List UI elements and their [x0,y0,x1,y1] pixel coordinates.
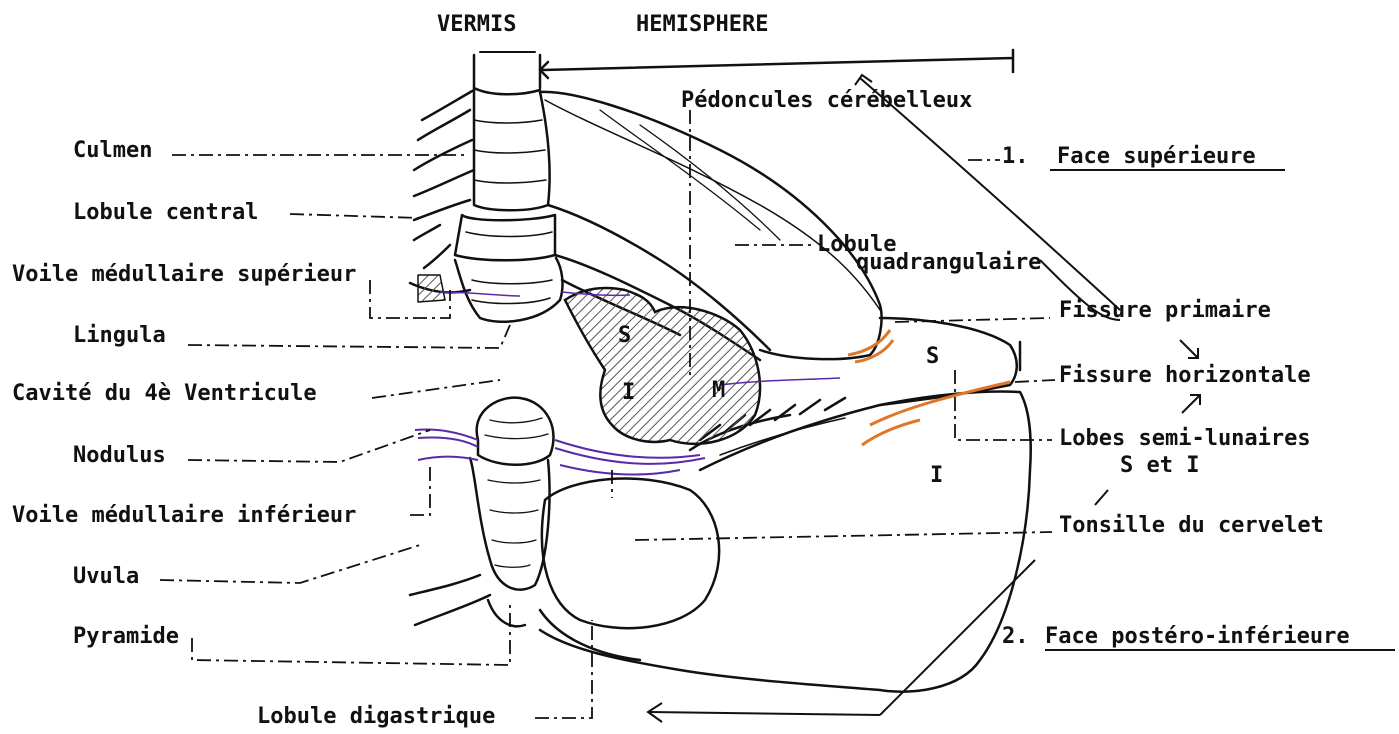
semi-lunar-s-letter: S [926,346,939,368]
lobule-quadrangulaire-label-2: quadrangulaire [856,252,1041,274]
vermis-bracket [474,55,540,88]
leader-nodulus [188,430,430,462]
vermis-inferior [410,398,553,627]
hemisphere-label: HEMISPHERE [636,14,768,36]
face-post-number: 2. [1002,626,1029,648]
hemisphere-bracket [543,50,1013,72]
leader-uvula [160,545,420,583]
fissure-horizontale-arrow [1182,395,1200,413]
lobes-semi-lunaires-si-label: S et I [1120,455,1199,477]
peduncles [565,288,760,444]
voile-inferieur-label: Voile médullaire inférieur [12,505,356,527]
tonsille-label: Tonsille du cervelet [1059,515,1324,537]
tonsille-tick [1095,490,1108,505]
fissure-primaire-label: Fissure primaire [1059,300,1271,322]
lingula-label: Lingula [73,325,166,347]
nodulus-label: Nodulus [73,445,166,467]
face-postero-inferieure-label: Face postéro-inférieure [1045,626,1350,648]
leader-pyramide [192,600,510,665]
superior-velum-hatch [418,275,445,302]
uvula-label: Uvula [73,566,139,588]
cavite-label: Cavité du 4è Ventricule [12,383,317,405]
peduncle-i-letter: I [622,382,635,404]
peduncle-s-letter: S [618,325,631,347]
face-sup-number: 1. [1002,146,1029,168]
face-superieure-label: Face supérieure [1057,146,1256,168]
pedoncules-label: Pédoncules cérébelleux [681,90,972,112]
leader-lobule-central [290,214,420,218]
lobule-digastrique-label: Lobule digastrique [257,706,495,728]
lobes-semi-lunaires-label: Lobes semi-lunaires [1059,428,1311,450]
vermis-label: VERMIS [437,14,516,36]
leader-lingula [188,325,510,348]
leader-fissure-horizontale [1015,380,1055,382]
fissure-horizontale-label: Fissure horizontale [1059,365,1311,387]
leader-voile-inf [410,465,430,515]
fissure-primaire-arrow [1180,340,1198,358]
leader-cavite [372,380,500,398]
pyramide-label: Pyramide [73,626,179,648]
leader-tonsille [635,532,1052,540]
leader-lobes-semi [955,370,1052,440]
peduncles-shape [565,288,760,444]
peduncle-m-letter: M [712,380,725,402]
culmen-label: Culmen [73,140,152,162]
face-post-arrow-line [650,712,880,715]
lobule-central-label: Lobule central [73,202,258,224]
semi-lunar-i-letter: I [930,465,943,487]
voile-superieur-label: Voile médullaire supérieur [12,264,356,286]
